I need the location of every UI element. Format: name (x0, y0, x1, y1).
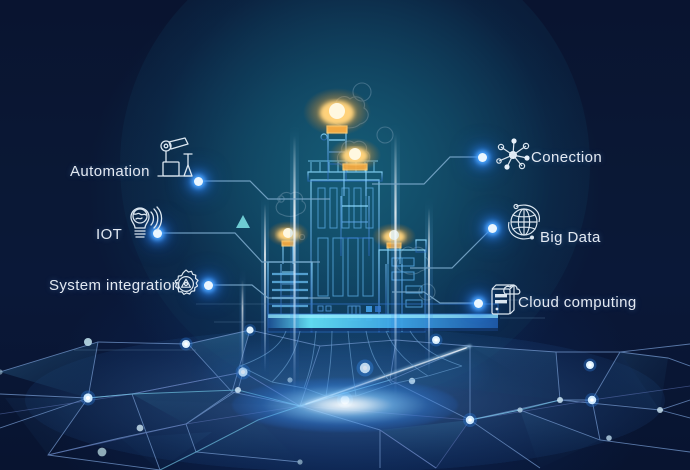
label-system-integration: System integration (49, 277, 181, 294)
connector-iot (159, 232, 320, 263)
connector-automation (200, 180, 330, 200)
label-automation: Automation (70, 163, 150, 180)
connector-big-data (410, 227, 493, 269)
globe-data-icon (503, 200, 545, 244)
triangle-marker (236, 215, 250, 228)
label-big-data: Big Data (540, 229, 601, 246)
label-conection: Conection (531, 149, 603, 166)
node-big-data[interactable] (487, 223, 497, 233)
node-automation[interactable] (193, 176, 203, 186)
gear-system-icon (170, 268, 202, 300)
node-cloud-computing[interactable] (473, 298, 483, 308)
node-conection[interactable] (477, 152, 487, 162)
connector-system-integration (210, 284, 330, 299)
connector-conection (372, 156, 480, 185)
robot-arm-icon (155, 136, 195, 178)
network-nodes-icon (494, 136, 532, 174)
cloud-server-icon (489, 281, 523, 317)
label-cloud-computing: Cloud computing (518, 294, 637, 311)
iot-bulb-icon (121, 203, 163, 243)
connector-cloud-computing (392, 291, 476, 304)
node-system-integration[interactable] (203, 280, 213, 290)
node-iot[interactable] (152, 228, 162, 238)
label-iot: IOT (96, 226, 123, 243)
platform-base-glow (232, 378, 458, 432)
